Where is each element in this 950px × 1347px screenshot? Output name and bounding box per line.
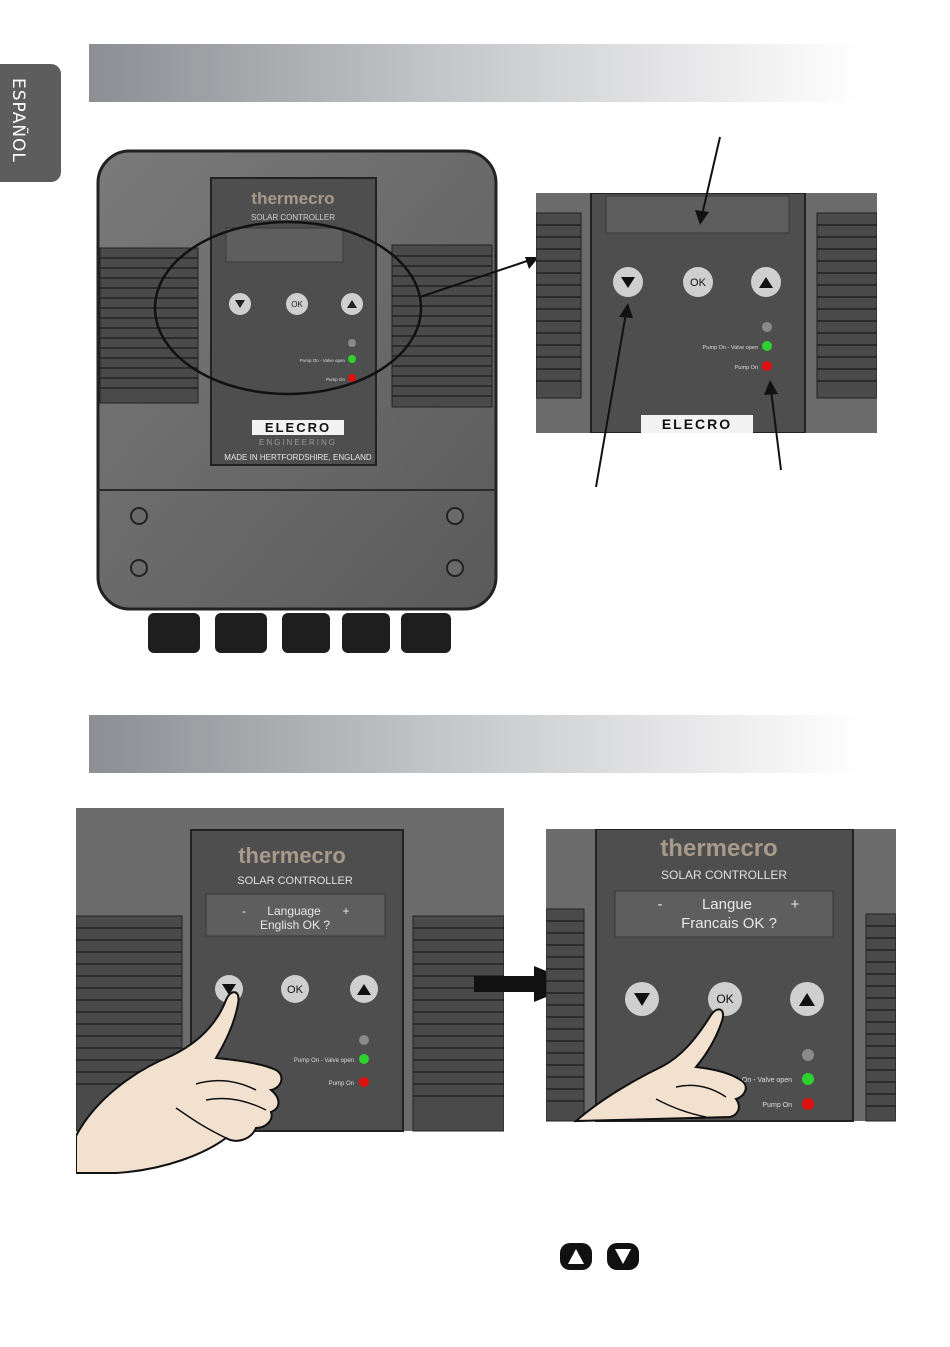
control-panel [210, 177, 377, 466]
language-tab-label: ESPAÑOL [8, 78, 28, 163]
zoom-left-grille [536, 212, 582, 399]
callout-arrows [595, 136, 782, 488]
step2-confirm-text: Francais OK ? [681, 915, 777, 932]
step1-up-arrow-icon [357, 984, 371, 995]
grey-led [348, 339, 356, 347]
step1-right-grille [412, 915, 504, 1132]
step1-ok-button[interactable] [281, 975, 309, 1003]
zoom-lcd-display [605, 195, 790, 234]
hand-pointer-icon [76, 991, 283, 1174]
hand-pointer-icon-2 [573, 1008, 747, 1123]
green-led [348, 355, 356, 363]
language-step1-figure: thermecro SOLAR CONTROLLER - Language + … [76, 808, 504, 1174]
step1-red-led-label: Pump On [329, 1081, 354, 1087]
step1-minus-sign: - [242, 904, 246, 918]
zoom-right-grille [816, 212, 877, 399]
step1-down-arrow-icon [222, 984, 236, 995]
step1-green-led-label: Pump On - Valve open [294, 1058, 354, 1064]
zoom-ok-button[interactable] [683, 267, 713, 297]
section-header-band-1 [89, 44, 861, 102]
step1-confirm-text: English OK ? [260, 918, 330, 932]
elecro-logo-plate [252, 420, 344, 435]
zoom-elecro-logo: ELECRO [662, 416, 732, 432]
zoom-green-led [762, 341, 772, 351]
step2-plus-sign: + [791, 896, 800, 913]
step1-red-led [359, 1077, 369, 1087]
made-in-label: MADE IN HERTFORDSHIRE, ENGLAND [224, 453, 372, 462]
step2-right-grille [865, 913, 896, 1122]
ok-button-label: OK [291, 300, 303, 309]
step2-green-led-label: Pump On - Valve open [722, 1077, 792, 1084]
step1-lcd-display [205, 893, 386, 937]
language-side-tab: ESPAÑOL [0, 64, 61, 182]
step1-ok-label: OK [287, 984, 304, 996]
step1-subtitle: SOLAR CONTROLLER [237, 875, 353, 887]
zoom-down-arrow-icon [621, 277, 635, 288]
maker-subtitle: ENGINEERING [259, 438, 337, 447]
step2-red-led-label: Pump On [762, 1102, 792, 1109]
zoom-red-led [762, 361, 772, 371]
step2-left-grille [546, 908, 585, 1122]
step1-grey-led [359, 1035, 369, 1045]
zoom-green-led-label: Pump On - Valve open [703, 345, 758, 351]
red-led-label: Pump On [326, 377, 346, 382]
section-header-band-2 [89, 715, 861, 773]
step2-langue-word: Langue [702, 896, 752, 913]
language-step2-figure: thermecro SOLAR CONTROLLER - Langue + Fr… [546, 829, 896, 1123]
step1-brand-logo: thermecro [238, 843, 346, 868]
step2-subtitle: SOLAR CONTROLLER [661, 868, 787, 882]
product-subtitle: SOLAR CONTROLLER [251, 213, 335, 222]
zoom-red-led-label: Pump On [735, 365, 758, 371]
green-led-label: Pump On - Valve open [300, 358, 346, 363]
up-arrow-icon [347, 300, 357, 308]
zoom-up-arrow-icon [759, 277, 773, 288]
callout-down-button-arrow [595, 312, 627, 488]
zoom-ok-label: OK [690, 277, 707, 289]
arrow-keys-icons [560, 1243, 639, 1270]
step2-lcd-display [614, 890, 834, 938]
callout-led-arrow [770, 389, 782, 471]
ok-button[interactable] [286, 293, 308, 315]
left-grille [99, 247, 199, 404]
controller-unit-figure: thermecro SOLAR CONTROLLER OK Pump On - … [96, 149, 498, 653]
step2-up-arrow-icon [799, 993, 815, 1006]
screws [130, 507, 464, 577]
down-arrow-icon [235, 300, 245, 308]
zoom-elecro-plate [641, 415, 753, 433]
step1-language-word: Language [267, 904, 321, 918]
lcd-display [225, 227, 344, 263]
zoom-pointer-arrow [419, 257, 539, 298]
step2-ok-label: OK [716, 992, 733, 1006]
callout-display-arrow [701, 136, 721, 216]
step1-green-led [359, 1054, 369, 1064]
step2-minus-sign: - [658, 896, 663, 913]
step2-red-led [802, 1098, 814, 1110]
red-led [348, 374, 356, 382]
step2-grey-led [802, 1049, 814, 1061]
highlight-ellipse [153, 220, 423, 396]
cable-glands [148, 613, 451, 653]
elecro-logo: ELECRO [265, 420, 331, 435]
step2-ok-button[interactable] [708, 982, 742, 1016]
step2-green-led [802, 1073, 814, 1085]
zoom-grey-led [762, 322, 772, 332]
step2-brand-logo: thermecro [660, 835, 777, 862]
step2-down-arrow-icon [634, 993, 650, 1006]
brand-logo: thermecro [251, 189, 334, 208]
step1-plus-sign: + [342, 904, 349, 918]
